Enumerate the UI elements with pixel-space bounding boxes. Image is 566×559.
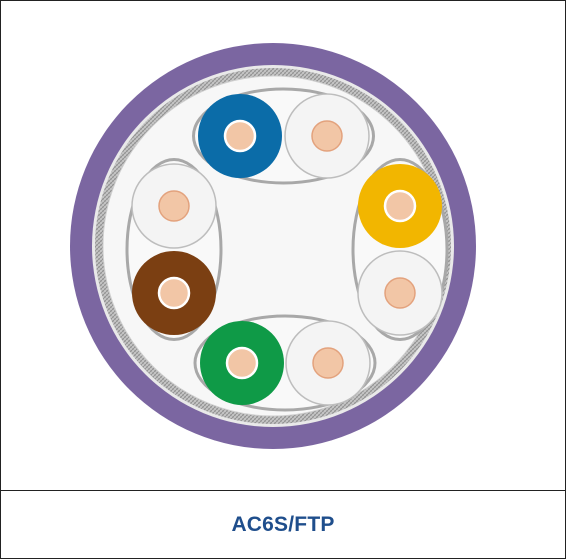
cable-figure-cell: [1, 1, 565, 491]
copper-core: [223, 119, 257, 153]
cable-type-label: AC6S/FTP: [231, 512, 335, 536]
orange-pair: [351, 158, 449, 341]
green-pair-conductor-white: [285, 320, 371, 406]
brown-pair-conductor-white: [131, 163, 217, 249]
copper-core: [384, 277, 416, 309]
orange-pair-conductor-white: [357, 250, 443, 336]
copper-core: [383, 189, 417, 223]
blue-pair: [192, 87, 375, 185]
copper-core: [157, 276, 191, 310]
copper-core: [225, 346, 259, 380]
brown-pair-conductor-brown: [132, 251, 216, 335]
brown-pair: [125, 158, 223, 341]
orange-pair-conductor-orange: [358, 164, 442, 248]
green-pair-conductor-green: [200, 321, 284, 405]
copper-core: [311, 120, 343, 152]
caption-cell: AC6S/FTP: [1, 491, 565, 558]
cable-cross-section-diagram: [70, 43, 476, 449]
copper-core: [158, 190, 190, 222]
green-pair: [193, 314, 377, 412]
blue-pair-conductor-blue: [198, 94, 282, 178]
blue-pair-conductor-white: [284, 93, 370, 179]
copper-core: [312, 347, 344, 379]
